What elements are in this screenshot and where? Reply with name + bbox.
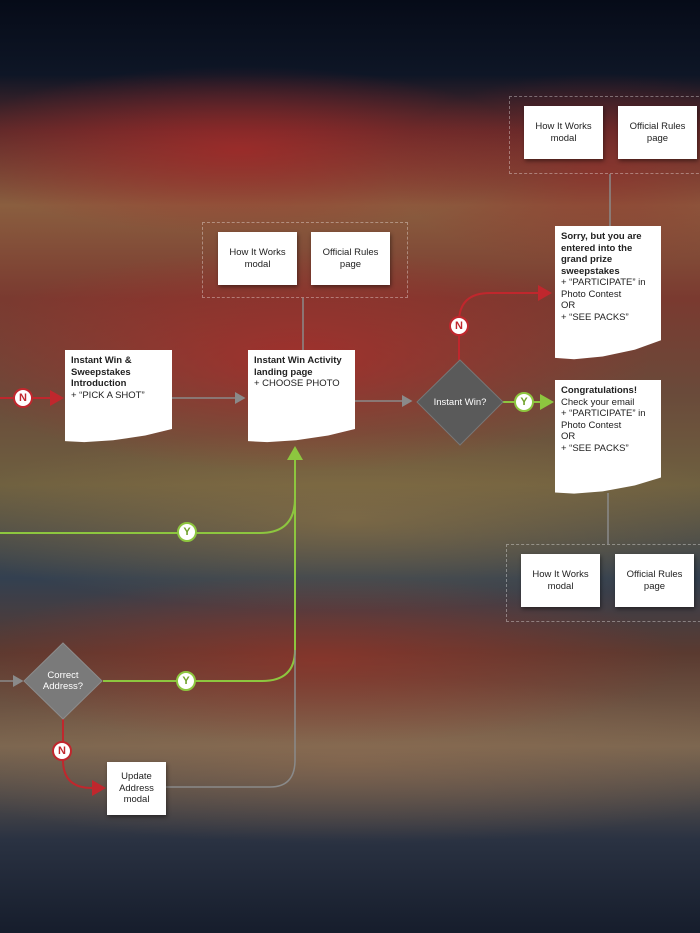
no-arrow-sorry <box>458 285 552 360</box>
intro-action: + “PICK A SHOT” <box>71 389 145 401</box>
how-it-works-modal-card[interactable]: How It Works modal <box>218 232 297 285</box>
yes-badge: Y <box>176 671 196 691</box>
sorry-card[interactable]: Sorry, but you are entered into the gran… <box>555 226 661 360</box>
no-badge: N <box>13 388 33 408</box>
official-rules-page-card[interactable]: Official Rules page <box>618 106 697 159</box>
decision-instant-win-label: Instant Win? <box>433 396 487 408</box>
congrats-title: Congratulations! <box>561 385 637 396</box>
connector-update-to-landing <box>166 650 296 788</box>
how-it-works-label: How It Works modal <box>532 569 589 592</box>
congrats-see-packs: + “SEE PACKS” <box>561 442 629 454</box>
intro-card[interactable]: Instant Win & Sweepstakes Introduction +… <box>65 350 172 443</box>
yes-arrow-address-to-landing <box>103 498 296 682</box>
yes-arrow-left-to-landing <box>0 446 303 534</box>
congrats-card[interactable]: Congratulations! Check your email + “PAR… <box>555 380 661 494</box>
landing-action: + CHOOSE PHOTO <box>254 378 340 389</box>
sorry-see-packs: + “SEE PACKS” <box>561 311 629 323</box>
update-address-label: Update Address modal <box>119 771 154 806</box>
intro-title: Instant Win & Sweepstakes Introduction <box>71 355 132 389</box>
official-rules-label: Official Rules page <box>629 121 686 144</box>
how-it-works-label: How It Works modal <box>229 247 286 270</box>
congrats-check-email: Check your email <box>561 396 635 408</box>
update-address-modal-card[interactable]: Update Address modal <box>107 762 166 815</box>
sorry-title: Sorry, but you are entered into the gran… <box>561 231 642 277</box>
no-badge: N <box>52 741 72 761</box>
congrats-or: OR <box>561 431 576 442</box>
official-rules-page-card[interactable]: Official Rules page <box>311 232 390 285</box>
decision-correct-address-shape <box>23 642 103 720</box>
sorry-or: OR <box>561 300 576 311</box>
how-it-works-label: How It Works modal <box>535 121 592 144</box>
decision-correct-address-label: Correct Address? <box>42 670 84 692</box>
landing-modal-group <box>202 222 408 298</box>
congrats-participate: + “PARTICIPATE” in Photo Contest <box>561 408 646 431</box>
sorry-modal-group <box>509 96 700 174</box>
decision-instant-win-shape <box>416 359 504 446</box>
how-it-works-modal-card[interactable]: How It Works modal <box>521 554 600 607</box>
no-badge: N <box>449 316 469 336</box>
official-rules-label: Official Rules page <box>322 247 379 270</box>
official-rules-label: Official Rules page <box>626 569 683 592</box>
landing-page-card[interactable]: Instant Win Activity landing page + CHOO… <box>248 350 355 443</box>
how-it-works-modal-card[interactable]: How It Works modal <box>524 106 603 159</box>
yes-badge: Y <box>514 392 534 412</box>
sorry-participate: + “PARTICIPATE” in Photo Contest <box>561 277 646 300</box>
official-rules-page-card[interactable]: Official Rules page <box>615 554 694 607</box>
landing-title: Instant Win Activity landing page <box>254 355 342 378</box>
congrats-modal-group <box>506 544 700 622</box>
yes-badge: Y <box>177 522 197 542</box>
